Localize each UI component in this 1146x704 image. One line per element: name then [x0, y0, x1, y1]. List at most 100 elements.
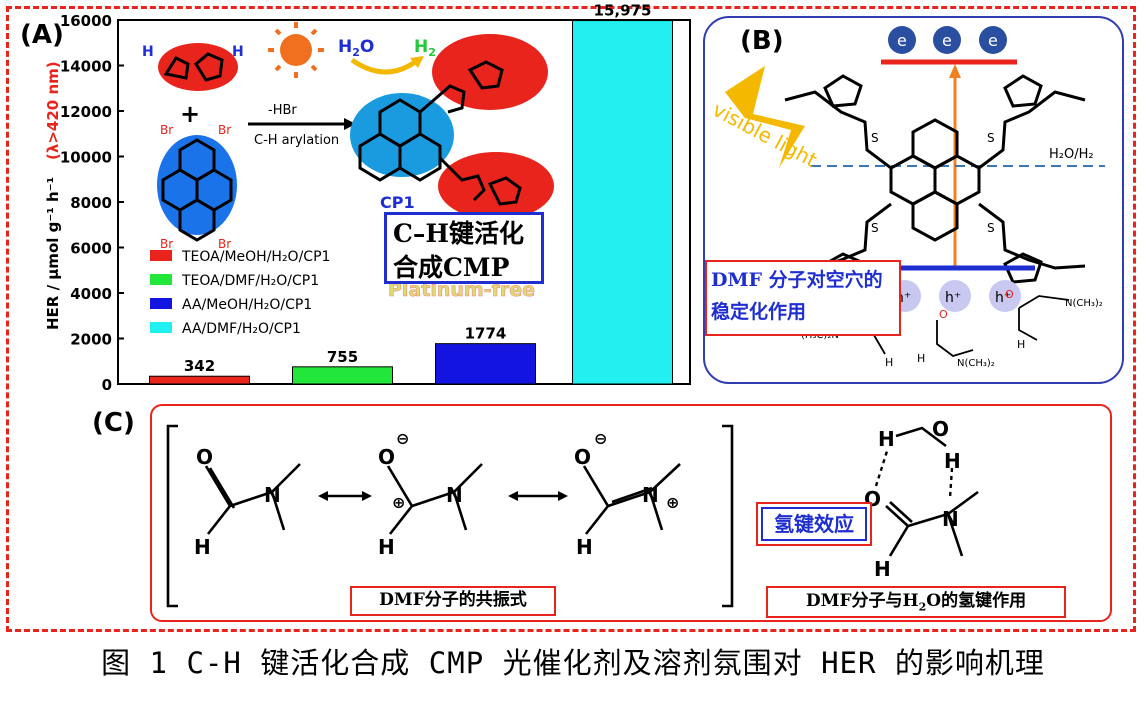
redox-label: H₂O/H₂ — [1049, 147, 1094, 162]
panel-c: O N H O ⊖ ⊕ N H O ⊖ N ⊕ H H O H O N H DM… — [150, 404, 1112, 622]
legend-label: AA/DMF/H₂O/CP1 — [182, 321, 301, 337]
svg-text:Br: Br — [218, 237, 231, 251]
hole-icon: h⁺ h⁺ h⁺ — [889, 280, 1021, 312]
svg-text:H: H — [874, 557, 891, 581]
svg-text:e: e — [942, 31, 952, 50]
chart-panel-a: 0 2000 4000 6000 8000 10000 12000 14000 16000 342… — [44, 2, 691, 394]
svg-text:S: S — [987, 221, 995, 235]
panel-label-b: (B) — [740, 26, 784, 56]
panel-b: e e e H₂O/H₂ visible light S S S — [703, 16, 1124, 384]
svg-text:Br: Br — [218, 123, 231, 137]
reaction-scheme: H H + Br Br Br Br -HBr C-H arylation — [142, 22, 554, 301]
y-tick-label: 12000 — [60, 103, 112, 121]
y-tick-label: 8000 — [70, 194, 112, 212]
svg-text:h⁺: h⁺ — [995, 290, 1011, 306]
electron-icon: e e e — [888, 26, 1007, 54]
svg-text:N(CH₃)₂: N(CH₃)₂ — [957, 358, 995, 369]
dmf-stabilization-box: DMF 分子对空穴的稳定化作用 — [705, 260, 901, 336]
svg-text:S: S — [871, 221, 879, 235]
y-tick-label: 0 — [102, 376, 112, 394]
hbond-label-box: 氢键效应 — [756, 502, 872, 546]
svg-text:H: H — [576, 535, 593, 559]
water-label: H2O — [338, 37, 374, 59]
svg-text:H: H — [878, 427, 895, 451]
arrow-label-top: -HBr — [268, 103, 297, 118]
hbond-caption-box: DMF分子与H2O的氢键作用 — [766, 586, 1066, 618]
hbond-caption: DMF分子与H2O的氢键作用 — [805, 591, 1027, 614]
svg-text:H: H — [378, 535, 395, 559]
product-label: CP1 — [380, 193, 415, 212]
svg-text:O: O — [1005, 288, 1014, 301]
panel-label-c: (C) — [92, 408, 135, 438]
y-tick-label: 6000 — [70, 240, 112, 258]
resonance-caption: DMF分子的共振式 — [379, 590, 527, 610]
data-label: 1774 — [465, 325, 507, 343]
svg-text:h⁺: h⁺ — [945, 290, 961, 306]
dmf-stabilization-label: DMF 分子对空穴的稳定化作用 — [711, 269, 883, 323]
svg-text:O: O — [196, 445, 213, 469]
y-tick-label: 4000 — [70, 285, 112, 303]
svg-text:O: O — [939, 308, 948, 321]
svg-text:H: H — [1017, 338, 1025, 351]
bar — [149, 375, 250, 385]
sun-icon — [268, 22, 324, 78]
faded-text: Platinum-free — [388, 279, 535, 301]
svg-text:N: N — [446, 483, 463, 507]
hydrogen-label: H2 — [414, 37, 436, 59]
data-label: 342 — [184, 357, 215, 375]
y-tick-label: 2000 — [70, 331, 112, 349]
bar — [572, 20, 673, 385]
legend-swatch — [150, 298, 172, 309]
svg-text:⊕: ⊕ — [392, 493, 405, 512]
visible-light-label: visible light — [709, 97, 822, 172]
svg-text:O: O — [378, 445, 395, 469]
plus-sign: + — [180, 100, 200, 128]
svg-text:⊖: ⊖ — [396, 429, 409, 448]
svg-text:H: H — [917, 352, 925, 365]
legend-swatch — [150, 274, 172, 285]
hbond-label: 氢键效应 — [774, 512, 854, 536]
svg-text:N: N — [942, 507, 959, 531]
svg-text:Br: Br — [160, 237, 173, 251]
y-tick-label: 14000 — [60, 58, 112, 76]
bar — [292, 366, 393, 385]
svg-text:N: N — [642, 483, 659, 507]
legend-swatch — [150, 322, 172, 333]
svg-text:S: S — [871, 131, 879, 145]
legend-label: TEOA/DMF/H₂O/CP1 — [181, 273, 319, 289]
svg-text:O: O — [574, 445, 591, 469]
bar — [435, 343, 536, 385]
svg-text:N(CH₃)₂: N(CH₃)₂ — [1065, 298, 1103, 309]
svg-text:H: H — [944, 449, 961, 473]
svg-text:⊕: ⊕ — [666, 493, 679, 512]
svg-text:N: N — [264, 483, 281, 507]
y-axis-label: HER / μmol g⁻¹ h⁻¹ — [44, 177, 62, 330]
svg-text:e: e — [897, 31, 907, 50]
y-axis-label-condition: (λ>420 nm) — [44, 61, 62, 160]
figure-caption: 图 1 C-H 键活化合成 CMP 光催化剂及溶剂氛围对 HER 的影响机理 — [101, 646, 1045, 680]
figure-frame — [6, 6, 1136, 632]
resonance-caption-box: DMF分子的共振式 — [350, 586, 556, 616]
svg-text:O: O — [932, 417, 949, 441]
panel-label-a: (A) — [20, 20, 64, 50]
legend-label: AA/MeOH/H₂O/CP1 — [182, 297, 312, 313]
overlay-text-box: C–H键活化合成CMP — [384, 212, 544, 284]
svg-text:S: S — [987, 131, 995, 145]
svg-text:e: e — [988, 31, 998, 50]
legend-label: TEOA/MeOH/H₂O/CP1 — [181, 249, 330, 265]
arrow-label-bottom: C-H arylation — [254, 133, 339, 148]
y-tick-label: 16000 — [60, 12, 112, 30]
svg-text:⊖: ⊖ — [594, 429, 607, 448]
y-tick-label: 10000 — [60, 149, 112, 167]
atom-label: H — [142, 44, 154, 60]
svg-text:H: H — [885, 356, 893, 369]
molecule-structure — [784, 74, 1086, 284]
data-label: 15,975 — [594, 2, 652, 20]
data-label: 755 — [327, 348, 358, 366]
lightning-icon — [725, 66, 805, 168]
atom-label: H — [232, 44, 244, 60]
svg-text:H: H — [194, 535, 211, 559]
overlay-text: C–H键活化合成CMP — [393, 219, 525, 282]
legend-swatch — [150, 250, 172, 261]
svg-text:Br: Br — [160, 123, 173, 137]
